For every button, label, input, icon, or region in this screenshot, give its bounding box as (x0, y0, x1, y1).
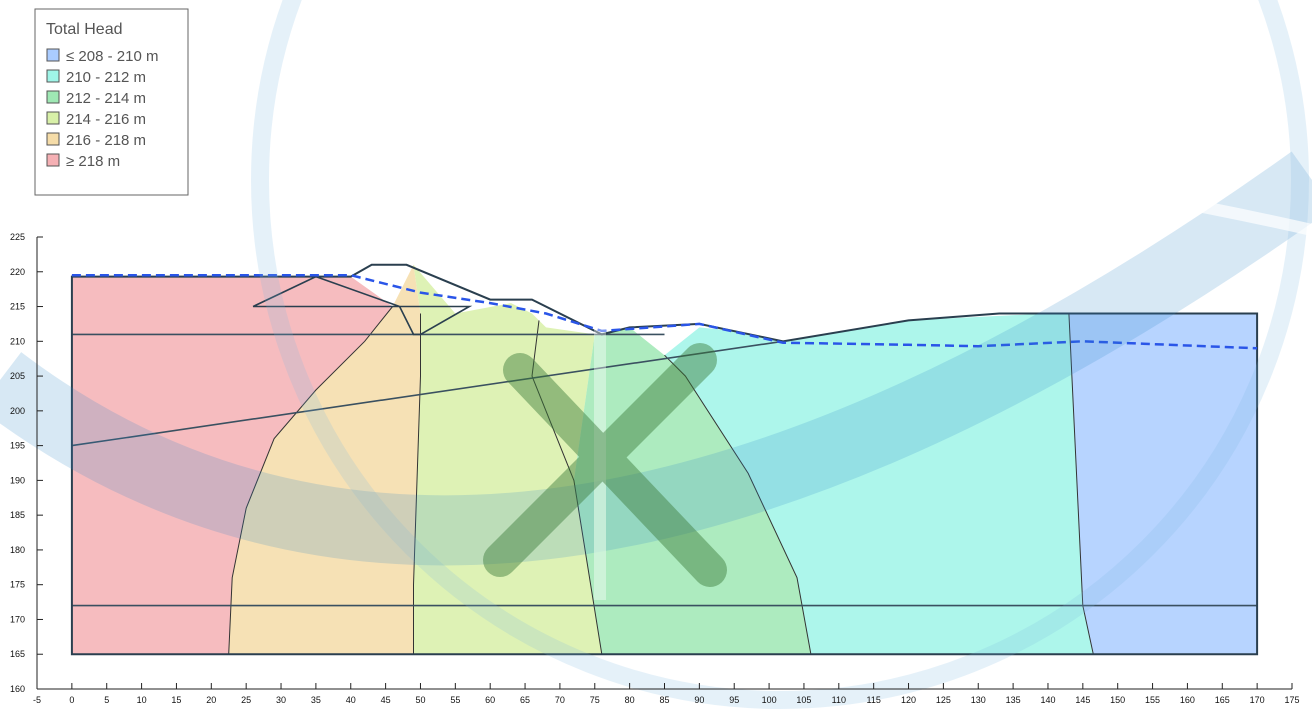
legend-swatch (46, 153, 60, 167)
x-tick-label: 115 (866, 695, 880, 705)
x-tick-label: 55 (450, 695, 460, 705)
y-tick-label: 220 (10, 267, 25, 277)
y-tick-label: 175 (10, 580, 25, 590)
legend-item-label: 210 - 212 m (66, 69, 146, 86)
y-tick-label: 205 (10, 371, 25, 381)
x-tick-label: 140 (1040, 695, 1055, 705)
head-zone-0 (71, 276, 393, 655)
x-tick-label: 15 (171, 695, 181, 705)
x-tick-label: 60 (485, 695, 495, 705)
y-tick-label: 165 (10, 649, 25, 659)
x-tick-label: 25 (241, 695, 251, 705)
x-tick-label: 0 (69, 695, 74, 705)
legend-swatch (46, 48, 60, 62)
legend-item-label: ≥ 218 m (66, 153, 120, 170)
x-tick-label: 120 (901, 695, 916, 705)
legend-item-label: 214 - 216 m (66, 111, 146, 128)
y-tick-label: 170 (10, 614, 25, 624)
x-tick-label: 170 (1250, 695, 1265, 705)
y-tick-label: 160 (10, 684, 25, 694)
head-boundary-1 (413, 313, 421, 655)
x-tick-label: 160 (1180, 695, 1195, 705)
x-tick-label: 85 (659, 695, 669, 705)
x-tick-label: 20 (206, 695, 216, 705)
x-tick-label: 105 (796, 695, 811, 705)
head-boundary-3 (664, 354, 812, 655)
x-tick-label: 150 (1110, 695, 1125, 705)
legend-swatch (46, 111, 60, 125)
x-tick-label: 70 (555, 695, 565, 705)
head-zone-1 (228, 264, 421, 655)
x-tick-label: 110 (832, 695, 846, 705)
y-tick-label: 200 (10, 406, 25, 416)
head-zone-2 (413, 264, 602, 655)
legend-swatch (46, 90, 60, 104)
soil-layer-lines (71, 333, 1258, 607)
y-tick-label: 185 (10, 510, 25, 520)
y-tick-label: 180 (10, 545, 25, 555)
head-boundary-0 (228, 306, 393, 655)
legend-title: Total Head (46, 21, 123, 38)
phreatic-line-group (71, 273, 1258, 350)
phreatic-line (71, 273, 1258, 350)
y-tick-label: 225 (10, 232, 25, 242)
head-zone-5 (1068, 313, 1258, 655)
x-tick-label: 125 (936, 695, 951, 705)
x-tick-label: 65 (520, 695, 530, 705)
x-tick-label: 130 (971, 695, 986, 705)
head-zone-3 (573, 327, 811, 655)
legend-item-label: 212 - 214 m (66, 90, 146, 107)
y-tick-label: 210 (10, 336, 25, 346)
y-tick-label: 190 (10, 475, 25, 485)
head-boundary-2 (531, 320, 603, 655)
x-tick-label: 75 (590, 695, 600, 705)
x-tick-label: 135 (1006, 695, 1021, 705)
x-tick-label: 95 (729, 695, 739, 705)
x-tick-label: 155 (1145, 695, 1160, 705)
axes: -5 0 5 10 15 20 25 30 35 40 45 50 55 60 65 70 75 80 85 90 95… (10, 232, 1300, 705)
legend-item-label: ≤ 208 - 210 m (66, 48, 158, 65)
head-zones (71, 264, 1258, 655)
x-tick-label: -5 (33, 695, 41, 705)
x-tick-label: 145 (1075, 695, 1090, 705)
x-tick-label: 80 (625, 695, 635, 705)
legend: Total Head ≤ 208 - 210 m 210 - 212 m 212 -… (34, 8, 189, 196)
x-tick-label: 165 (1215, 695, 1230, 705)
x-tick-label: 50 (415, 695, 425, 705)
x-tick-label: 5 (104, 695, 109, 705)
head-zone-4 (664, 313, 1094, 655)
y-tick-label: 215 (10, 302, 25, 312)
x-tick-label: 45 (381, 695, 391, 705)
legend-swatch (46, 69, 60, 83)
legend-swatch (46, 132, 60, 146)
x-tick-label: 40 (346, 695, 356, 705)
legend-item-label: 216 - 218 m (66, 132, 146, 149)
x-tick-label: 100 (762, 695, 777, 705)
layer-line-2 (71, 340, 784, 447)
x-tick-label: 10 (137, 695, 147, 705)
x-tick-label: 30 (276, 695, 286, 705)
y-tick-label: 195 (10, 441, 25, 451)
embankment-outline (252, 275, 473, 336)
x-tick-label: 35 (311, 695, 321, 705)
x-tick-label: 90 (694, 695, 704, 705)
watermark-hammer-pick-icon (483, 343, 727, 587)
x-tick-label: 175 (1284, 695, 1299, 705)
